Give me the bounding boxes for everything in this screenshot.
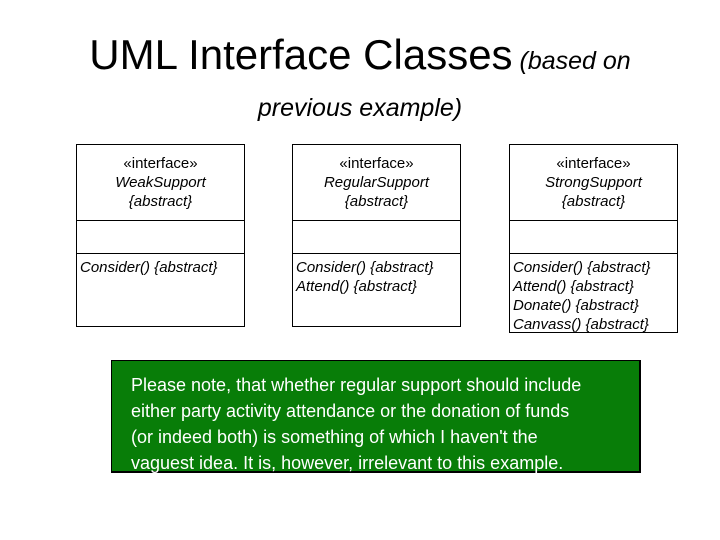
operation-line: Attend() {abstract}: [513, 278, 634, 295]
class-header-compartment: «interface» StrongSupport {abstract}: [510, 145, 677, 221]
operations-compartment: Consider() {abstract} Attend() {abstract…: [510, 254, 677, 334]
note-line: (or indeed both) is something of which I…: [131, 427, 538, 447]
stereotype-label: «interface»: [339, 155, 414, 172]
abstract-constraint-label: {abstract}: [344, 193, 409, 210]
operations-compartment: Consider() {abstract} Attend() {abstract…: [293, 254, 460, 296]
note-line: either party activity attendance or the …: [131, 401, 570, 421]
operation-line: Canvass() {abstract}: [513, 316, 649, 333]
title-line-1: UML Interface Classes (based on: [0, 32, 720, 84]
operation-line: Consider() {abstract}: [296, 259, 434, 276]
class-header-compartment: «interface» WeakSupport {abstract}: [77, 145, 244, 221]
stereotype-label: «interface»: [123, 155, 198, 172]
class-header-compartment: «interface» RegularSupport {abstract}: [293, 145, 460, 221]
abstract-constraint-label: {abstract}: [561, 193, 626, 210]
attributes-compartment: [77, 221, 244, 254]
class-name-label: WeakSupport: [115, 174, 206, 191]
attributes-compartment: [510, 221, 677, 254]
operation-line: Consider() {abstract}: [80, 259, 218, 276]
operation-line: Donate() {abstract}: [513, 297, 639, 314]
operation-line: Consider() {abstract}: [513, 259, 651, 276]
operations-compartment: Consider() {abstract}: [77, 254, 244, 277]
note-line: Please note, that whether regular suppor…: [131, 375, 582, 395]
uml-class-regularsupport: «interface» RegularSupport {abstract} Co…: [292, 144, 461, 327]
operation-line: Attend() {abstract}: [296, 278, 417, 295]
title-line-2: previous example): [257, 94, 463, 122]
uml-class-weaksupport: «interface» WeakSupport {abstract} Consi…: [76, 144, 245, 327]
title-suffix-text: (based on: [512, 47, 631, 75]
note-line: vaguest idea. It is, however, irrelevant…: [131, 453, 564, 473]
note-box: Please note, that whether regular suppor…: [111, 360, 641, 473]
stereotype-label: «interface»: [556, 155, 631, 172]
attributes-compartment: [293, 221, 460, 254]
slide-title: UML Interface Classes (based on previous…: [0, 32, 720, 123]
class-name-label: RegularSupport: [323, 174, 430, 191]
abstract-constraint-label: {abstract}: [128, 193, 193, 210]
title-main-text: UML Interface Classes: [89, 31, 513, 78]
class-name-label: StrongSupport: [545, 174, 642, 191]
uml-class-strongsupport: «interface» StrongSupport {abstract} Con…: [509, 144, 678, 333]
